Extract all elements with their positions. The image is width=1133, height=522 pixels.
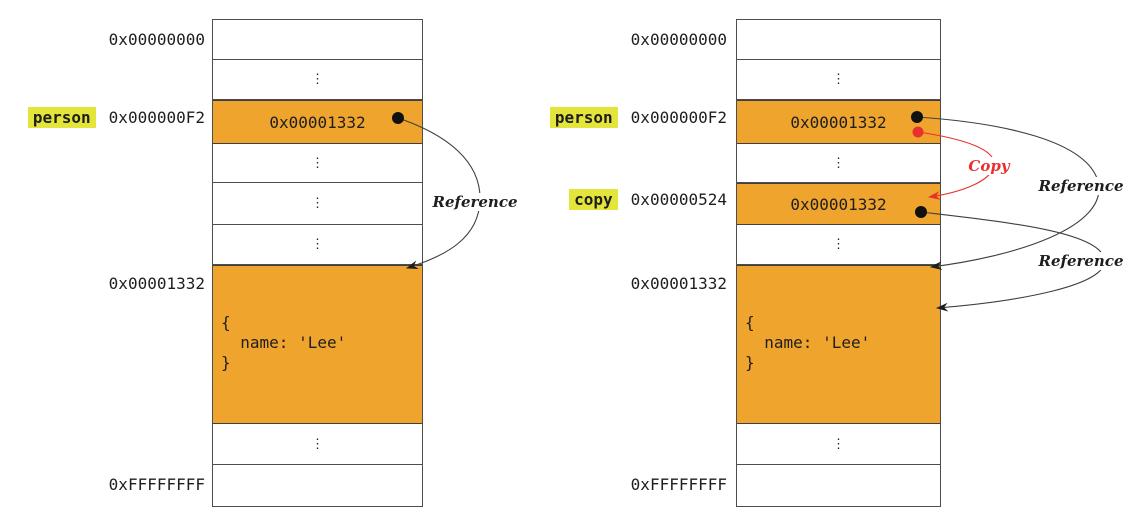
object-literal-code: { name: 'Lee' } <box>221 313 347 372</box>
person-cell-value: 0x00001332 <box>269 112 366 132</box>
ellipsis-glyph: ⋮ <box>311 196 324 211</box>
copy-variable-line: copy 0x00000524 <box>507 189 727 210</box>
address-label-top: 0x00000000 <box>108 30 205 49</box>
reference-annotation-copy: Reference <box>1035 252 1127 270</box>
copy-value-cell: 0x00001332 <box>737 183 940 225</box>
person-variable-line: person 0x000000F2 <box>0 107 205 128</box>
ellipsis-glyph: ⋮ <box>832 72 845 87</box>
memory-cell-ellipsis: ⋮ <box>213 60 422 100</box>
address-label-bottom: 0xFFFFFFFF <box>630 475 727 494</box>
copy-address-label: 0x00000524 <box>630 190 727 209</box>
memory-cell-ellipsis: ⋮ <box>213 144 422 183</box>
address-label-object: 0x00001332 <box>108 274 205 293</box>
ellipsis-glyph: ⋮ <box>832 436 845 452</box>
memory-cell-ellipsis: ⋮ <box>737 424 940 465</box>
memory-cell-empty-top <box>213 20 422 60</box>
person-address-label: 0x000000F2 <box>108 108 205 127</box>
memory-cell-ellipsis: ⋮ <box>737 225 940 265</box>
object-memory-block: { name: 'Lee' } <box>213 265 422 424</box>
memory-cell-ellipsis: ⋮ <box>213 225 422 265</box>
ellipsis-glyph: ⋮ <box>311 72 324 87</box>
memory-cell-empty-bottom <box>737 465 940 506</box>
reference-annotation-person: Reference <box>1035 177 1127 195</box>
ellipsis-glyph: ⋮ <box>311 237 324 252</box>
person-value-cell: 0x00001332 <box>213 100 422 144</box>
ellipsis-glyph: ⋮ <box>832 237 845 252</box>
memory-cell-ellipsis: ⋮ <box>213 183 422 225</box>
address-label-object: 0x00001332 <box>630 274 727 293</box>
address-label-bottom: 0xFFFFFFFF <box>108 475 205 494</box>
reference-annotation-left: Reference <box>429 193 521 211</box>
person-cell-value: 0x00001332 <box>790 112 887 132</box>
ellipsis-glyph: ⋮ <box>311 155 324 171</box>
object-memory-block: { name: 'Lee' } <box>737 265 940 424</box>
ellipsis-glyph: ⋮ <box>832 155 845 171</box>
memory-cell-empty-bottom <box>213 465 422 506</box>
memory-cell-ellipsis: ⋮ <box>737 144 940 183</box>
copy-annotation: Copy <box>965 157 1013 175</box>
person-variable-label: person <box>549 107 618 128</box>
object-literal-code: { name: 'Lee' } <box>745 313 871 372</box>
copy-cell-value: 0x00001332 <box>790 194 887 214</box>
memory-cell-ellipsis: ⋮ <box>213 424 422 465</box>
person-address-label: 0x000000F2 <box>630 108 727 127</box>
address-label-top: 0x00000000 <box>630 30 727 49</box>
person-variable-line: person 0x000000F2 <box>507 107 727 128</box>
left-memory-column: ⋮ 0x00001332 ⋮ ⋮ ⋮ { name: 'Lee' } ⋮ <box>212 19 423 507</box>
right-memory-column: ⋮ 0x00001332 ⋮ 0x00001332 ⋮ { name: 'Lee… <box>736 19 941 507</box>
person-value-cell: 0x00001332 <box>737 100 940 144</box>
memory-cell-empty-top <box>737 20 940 60</box>
memory-cell-ellipsis: ⋮ <box>737 60 940 100</box>
copy-variable-label: copy <box>569 189 618 210</box>
person-variable-label: person <box>27 107 96 128</box>
ellipsis-glyph: ⋮ <box>311 436 324 452</box>
